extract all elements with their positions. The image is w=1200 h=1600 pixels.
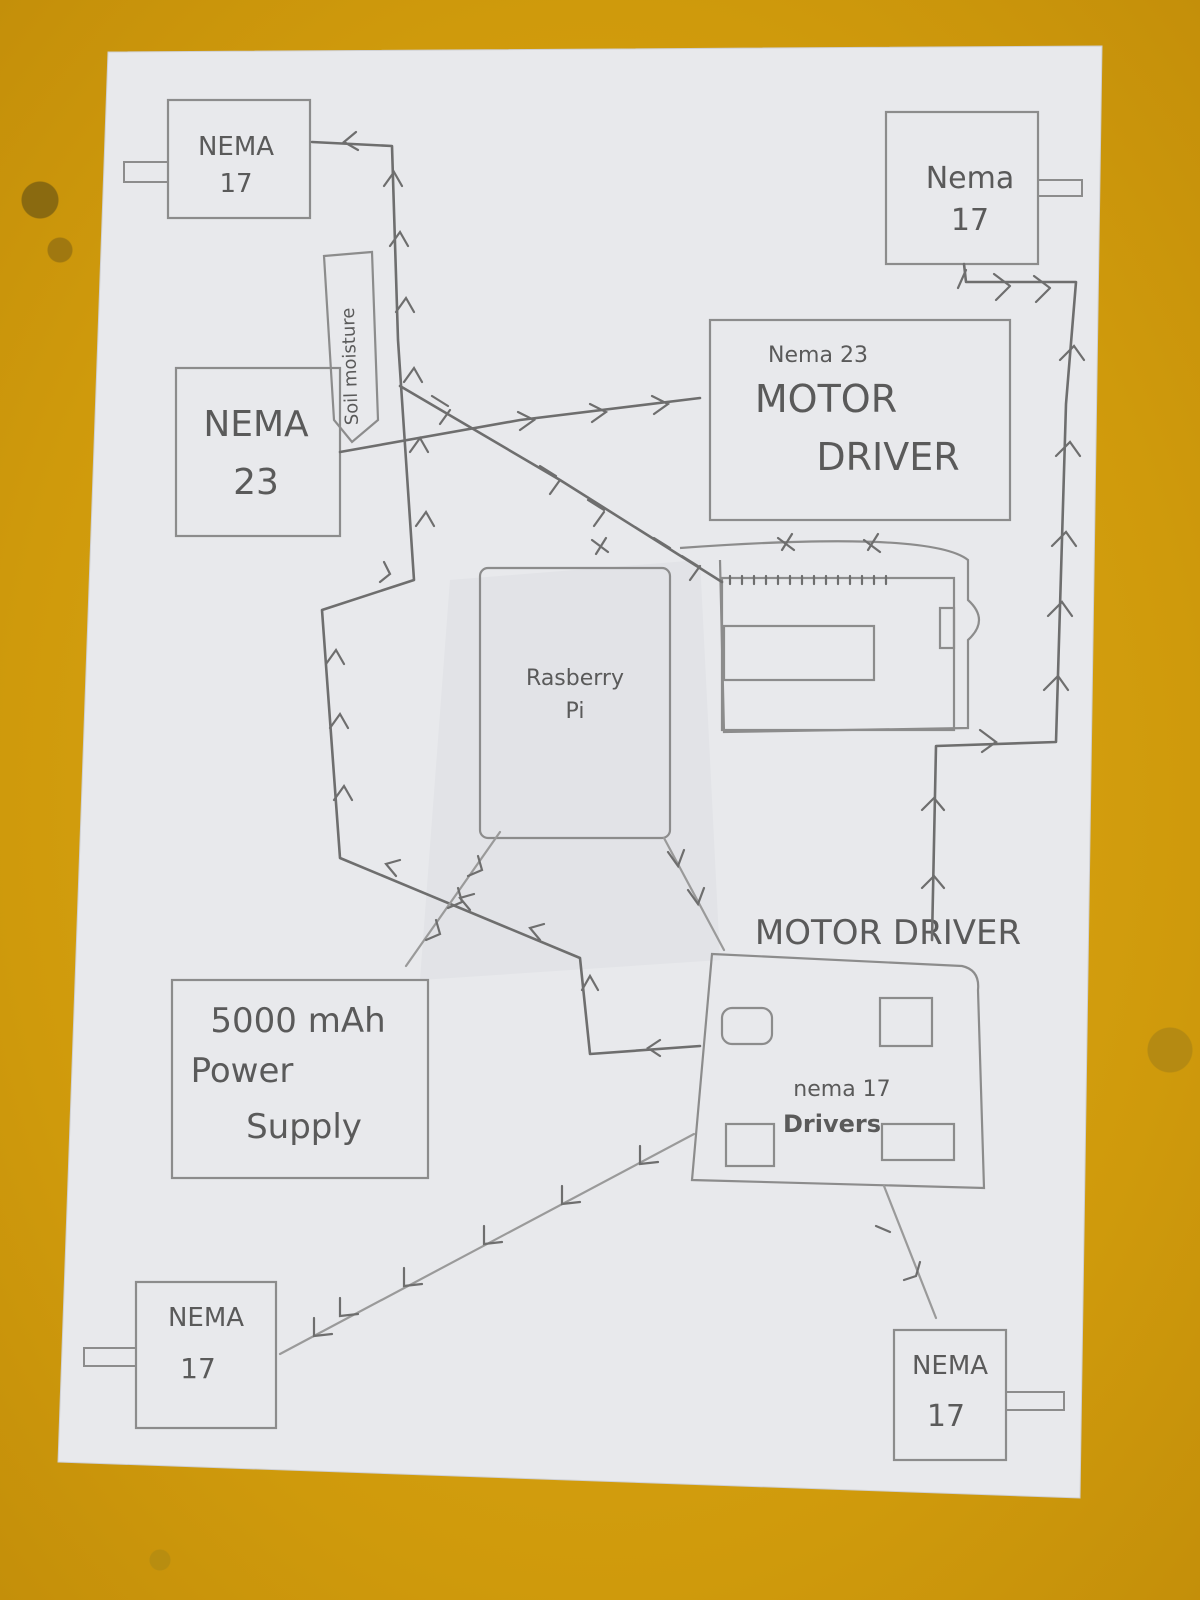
wire-arrows-power-pi <box>424 854 484 942</box>
nema23-driver-line3: DRIVER <box>816 435 959 479</box>
nema23-driver: Nema 23 MOTOR DRIVER <box>708 318 1012 522</box>
nema17-top-right: Nema 17 <box>884 110 1083 266</box>
wire-arrows-soil <box>430 394 702 582</box>
wire-pi-to-nema17-top-left <box>310 140 702 1056</box>
wire-nema23-to-driver <box>338 396 702 454</box>
nema17-drivers-line2: Drivers <box>783 1110 881 1138</box>
wire-arrows-bottom-left <box>312 1144 660 1338</box>
power-supply-line1: 5000 mAh <box>210 1001 385 1041</box>
power-supply-line2: Power <box>191 1051 294 1091</box>
raspberry-pi: Rasberry Pi <box>478 566 672 840</box>
power-supply-line3: Supply <box>246 1107 362 1147</box>
raspberry-pi-line2: Pi <box>566 699 585 724</box>
nema17-bottom-left-line2: 17 <box>180 1352 216 1385</box>
board-top-marks <box>590 532 882 556</box>
wire-power-to-pi <box>404 830 502 968</box>
wire-arrows-bottom-right <box>874 1224 922 1282</box>
nema17-bottom-right: NEMA 17 <box>892 1328 1065 1462</box>
paper-shadow <box>420 560 720 980</box>
nema17-bottom-left-line1: NEMA <box>168 1303 244 1333</box>
wire-pi-to-drivers <box>662 836 726 952</box>
wire-arrows-nema23 <box>516 394 671 432</box>
nema17-top-right-line1: Nema <box>926 161 1015 196</box>
nema23-driver-line1: Nema 23 <box>768 343 868 368</box>
nema17-driver-title: MOTOR DRIVER <box>755 913 1021 953</box>
nema17-bottom-left: NEMA 17 <box>83 1280 278 1430</box>
nema17-top-left-line2: 17 <box>219 169 252 199</box>
nema23-line1: NEMA <box>203 404 309 445</box>
nema17-bottom-right-line1: NEMA <box>912 1351 988 1381</box>
nema17-top-left: NEMA 17 <box>123 98 312 220</box>
raspberry-pi-line1: Rasberry <box>526 666 624 691</box>
nema23-motor: NEMA 23 <box>174 366 342 538</box>
soil-moisture-label: Soil moisture <box>338 307 363 425</box>
soil-moisture-sensor: Soil moisture <box>322 250 380 444</box>
power-supply: 5000 mAh Power Supply <box>170 978 430 1180</box>
nema23-driver-line2: MOTOR <box>755 377 897 421</box>
wire-arrows-pi-drivers <box>666 848 706 907</box>
wire-driver-to-nema17-top-right <box>930 262 1078 942</box>
nema23-line2: 23 <box>233 462 279 503</box>
nema17-top-right-line2: 17 <box>951 203 989 238</box>
nema17-top-left-line1: NEMA <box>198 132 274 162</box>
wire-driver-to-nema17-bottom-right <box>882 1184 938 1320</box>
nema17-drivers-line1: nema 17 <box>793 1077 890 1102</box>
module-board <box>679 540 981 734</box>
nema17-drivers-board: nema 17 Drivers <box>690 952 986 1190</box>
wire-arrows-right-loop <box>920 268 1086 890</box>
nema17-bottom-right-line2: 17 <box>927 1399 965 1434</box>
